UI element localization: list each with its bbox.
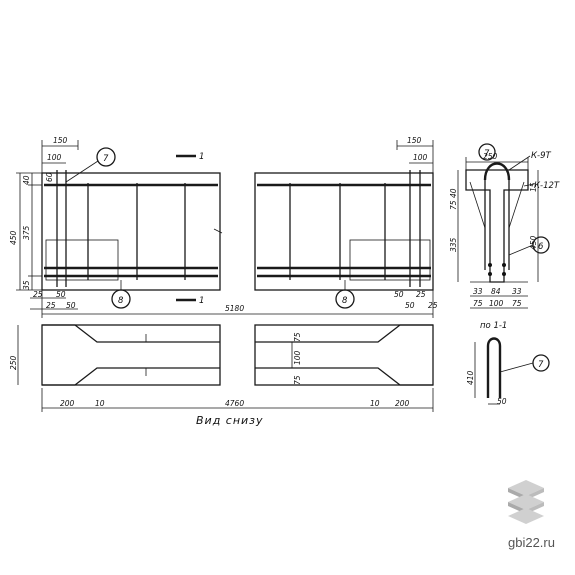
bottom-row2-3: 75 bbox=[512, 299, 522, 308]
callout-8-left-text: 8 bbox=[118, 296, 124, 306]
section-marker-bottom: 1 bbox=[176, 296, 204, 306]
elevation-height-dims: 40 375 35 450 bbox=[9, 172, 42, 291]
callout-7-elevation: 7 bbox=[65, 147, 116, 183]
plan-dims: 250 75 100 75 200 10 10 200 4760 Вид сни… bbox=[9, 325, 434, 427]
elevation-left bbox=[41, 170, 223, 291]
height-total: 450 bbox=[9, 230, 18, 245]
section-callout-7: 7 bbox=[484, 149, 490, 159]
cage-label-2: К-12Т bbox=[534, 181, 560, 191]
hook-detail: 410 50 7 bbox=[466, 337, 550, 406]
height-part-3: 35 bbox=[22, 280, 31, 290]
bottom-left-dim-4: 50 bbox=[66, 301, 76, 310]
elevation-bottom-dims: 25 50 25 50 50 25 50 25 5180 bbox=[30, 290, 438, 318]
callout-8-right: 8 bbox=[335, 280, 355, 309]
section-height-part-1: 40 bbox=[449, 188, 458, 198]
section-number-bottom: 1 bbox=[199, 296, 204, 306]
small-label: 60 bbox=[45, 172, 54, 182]
hook-height: 410 bbox=[466, 370, 475, 385]
plan-width: 250 bbox=[9, 355, 18, 370]
section-height-part-3: 335 bbox=[449, 237, 458, 252]
plan-end-dim-1: 200 bbox=[60, 399, 75, 408]
section-caption: по 1-1 bbox=[480, 321, 507, 331]
hook-width: 50 bbox=[497, 397, 507, 406]
section-height-part-2: 75 bbox=[449, 200, 458, 210]
bottom-right-dim-4: 25 bbox=[428, 301, 438, 310]
bottom-left-dim-2: 50 bbox=[56, 290, 66, 299]
bottom-row1-3: 33 bbox=[512, 287, 522, 296]
callout-8-right-text: 8 bbox=[342, 296, 348, 306]
plan-end-dim-2: 10 bbox=[95, 399, 105, 408]
callout-8-left: 8 bbox=[111, 280, 131, 309]
bottom-row1-1: 33 bbox=[473, 287, 483, 296]
bottom-row2-2: 100 bbox=[489, 299, 504, 308]
plan-mid-dim-2: 100 bbox=[293, 350, 302, 365]
elevation-top-left-dims: 150 100 60 bbox=[41, 136, 79, 182]
elevation-right bbox=[254, 170, 434, 291]
top-left-dim-1: 150 bbox=[53, 136, 68, 145]
plan-end-dim-4: 200 bbox=[395, 399, 410, 408]
top-right-dim-2: 100 bbox=[413, 153, 428, 162]
section-width: 250 bbox=[483, 152, 498, 161]
bottom-left-dim-1: 25 bbox=[33, 290, 43, 299]
height-part-2: 375 bbox=[22, 225, 31, 240]
bottom-right-dim-1: 50 bbox=[394, 290, 404, 299]
plan-left bbox=[41, 324, 221, 386]
elevation-top-right-dims: 150 100 bbox=[396, 136, 434, 173]
bottom-right-dim-2: 25 bbox=[416, 290, 426, 299]
bottom-row1-2: 84 bbox=[491, 287, 501, 296]
cross-section: 250 33 84 33 75 100 75 40 75 335 15 450 … bbox=[449, 143, 560, 331]
top-right-dim-1: 150 bbox=[407, 136, 422, 145]
callout-7-text: 7 bbox=[103, 154, 109, 164]
top-left-dim-2: 100 bbox=[47, 153, 62, 162]
section-callout-6: 6 bbox=[538, 242, 544, 252]
plan-caption: Вид снизу bbox=[196, 414, 264, 427]
hook-callout: 7 bbox=[538, 360, 544, 370]
plan-mid-dim-3: 75 bbox=[293, 375, 302, 385]
cage-label-1: К-9Т bbox=[531, 151, 552, 161]
bottom-right-dim-3: 50 bbox=[405, 301, 415, 310]
height-part-1: 40 bbox=[22, 175, 31, 185]
plan-length: 4760 bbox=[225, 399, 244, 408]
section-top-small: 15 bbox=[529, 182, 538, 192]
plan-right bbox=[254, 324, 434, 386]
section-marker-top: 1 bbox=[176, 152, 204, 162]
stacked-slabs-logo-icon bbox=[508, 480, 544, 524]
bottom-left-dim-3: 25 bbox=[46, 301, 56, 310]
watermark-text: gbi22.ru bbox=[508, 535, 555, 550]
bottom-row2-1: 75 bbox=[473, 299, 483, 308]
section-number-top: 1 bbox=[199, 152, 204, 162]
plan-end-dim-3: 10 bbox=[370, 399, 380, 408]
total-length: 5180 bbox=[225, 304, 244, 313]
plan-mid-dim-1: 75 bbox=[293, 332, 302, 342]
